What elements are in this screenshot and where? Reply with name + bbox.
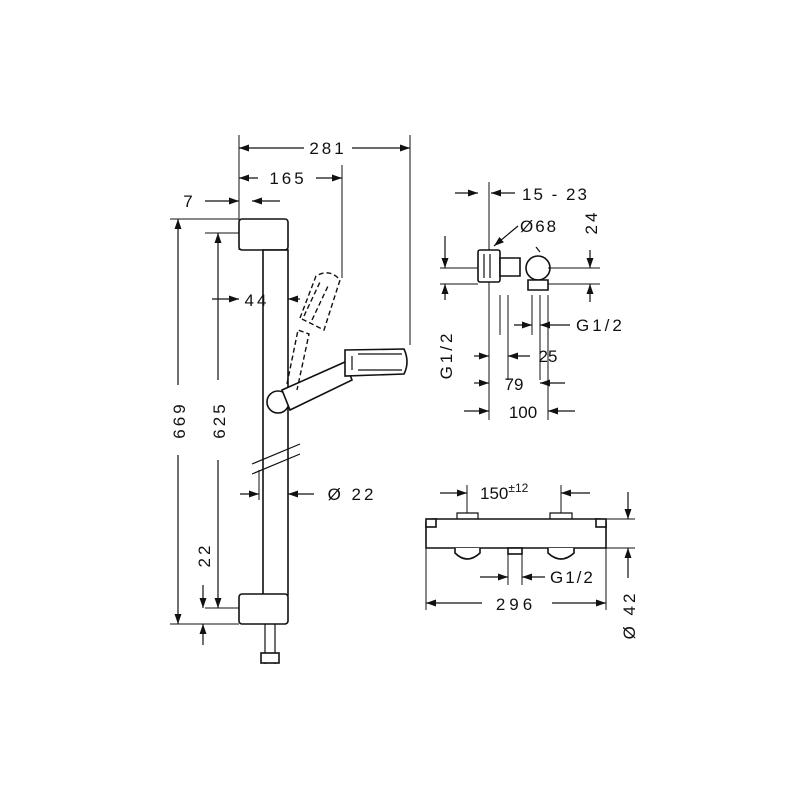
dim-281: 281 (309, 139, 346, 158)
dim-79: 79 (505, 375, 524, 394)
mixer-view: 150±12 G1/2 296 Ø 42 (425, 481, 639, 640)
dim-center-tolerance: ±12 (508, 481, 528, 495)
bottom-wall-bracket (238, 593, 289, 625)
dim-669: 669 (170, 401, 189, 438)
dim-center-value: 150 (480, 484, 508, 503)
eccentric-body (499, 257, 521, 277)
dim-rail-diameter: Ø 22 (328, 485, 377, 504)
hand-shower (280, 360, 354, 412)
dim-44: 44 (245, 291, 270, 310)
hand-shower-alt-position (286, 329, 310, 391)
dim-thread-vertical: G1/2 (437, 331, 456, 380)
dim-thread-side: G1/2 (576, 316, 625, 335)
dim-7: 7 (183, 192, 192, 211)
mixer-body (425, 518, 607, 549)
mixer-right-handle (547, 548, 575, 560)
dim-rosette-diameter: Ø68 (520, 217, 558, 236)
eccentric-nut (525, 255, 551, 281)
dim-center-distance: 150±12 (480, 481, 529, 503)
top-wall-bracket (238, 218, 289, 251)
dim-165: 165 (269, 169, 306, 188)
dim-line-rosette (493, 225, 519, 247)
hose-nut (260, 652, 280, 664)
dim-100: 100 (509, 403, 537, 422)
dim-outlet-thread: G1/2 (550, 568, 595, 587)
dim-mixer-length: 296 (496, 595, 536, 614)
wall-connector-view: 15 - 23 Ø68 24 G1/2 G1/2 25 79 100 (437, 182, 625, 422)
hand-shower-head (344, 348, 408, 377)
dim-22-bottom: 22 (195, 543, 214, 568)
dim-25: 25 (539, 347, 558, 366)
dim-625: 625 (210, 401, 229, 438)
rosette (477, 249, 501, 283)
shower-rail (262, 249, 289, 596)
mixer-outlet (507, 547, 523, 555)
dim-eccentric-range: 15 - 23 (522, 185, 589, 204)
rail-break-mark (251, 443, 301, 475)
mixer-left-handle (454, 548, 481, 560)
dim-24: 24 (582, 210, 601, 235)
shower-rail-view: 281 165 7 44 669 625 22 Ø 22 (170, 135, 411, 664)
dim-mixer-diameter: Ø 42 (620, 591, 639, 640)
